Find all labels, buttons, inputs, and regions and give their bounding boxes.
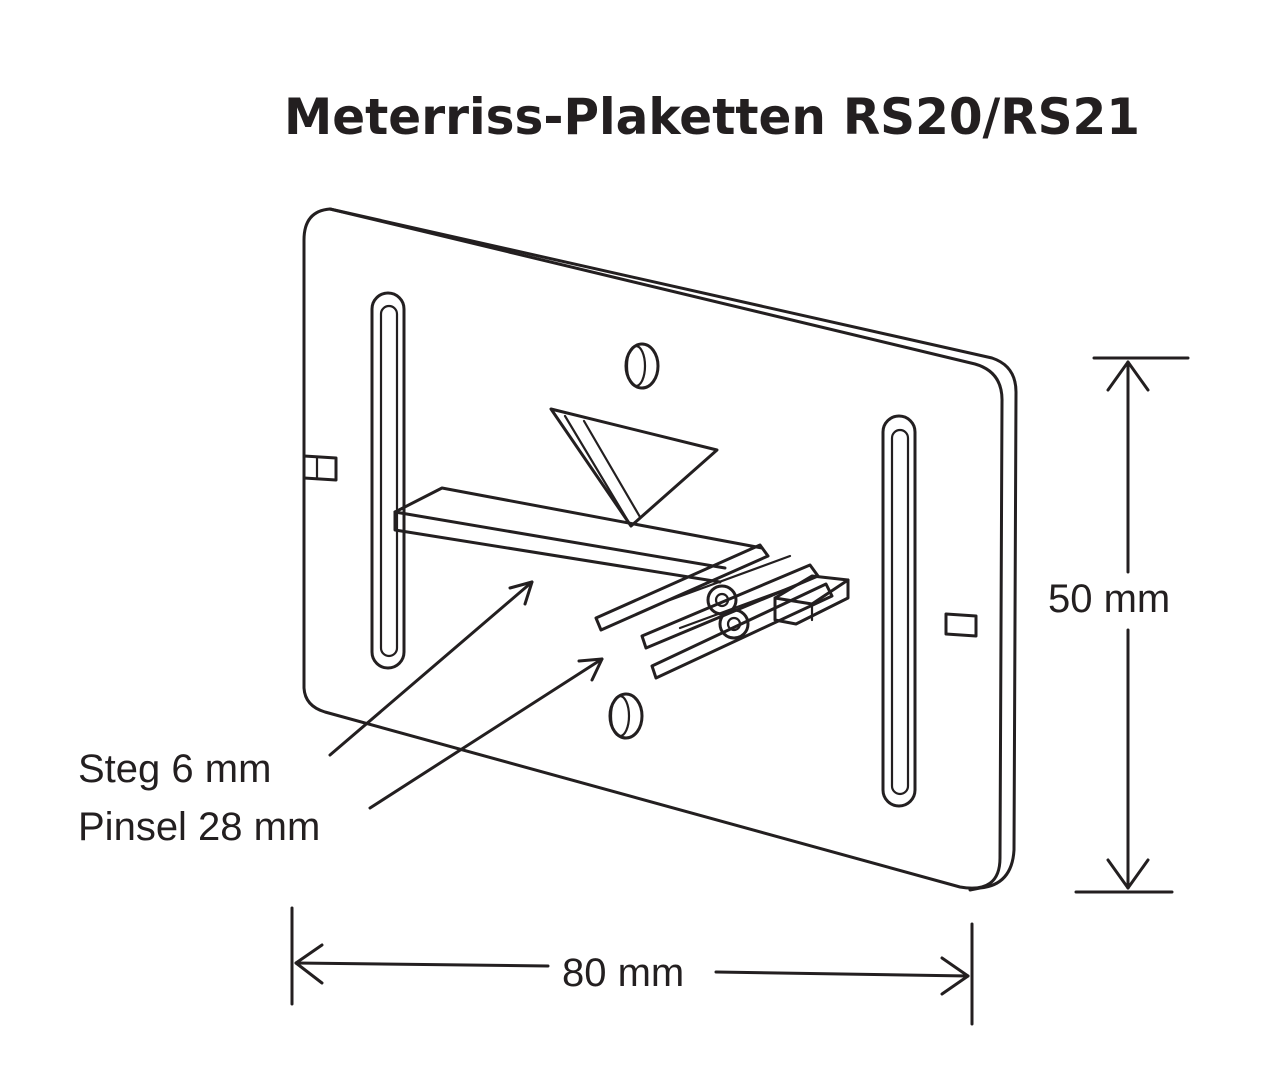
top-hole [624, 342, 660, 390]
left-slot [370, 291, 406, 670]
right-slot [881, 414, 917, 808]
brush-clamp [706, 584, 750, 640]
pinsel-leader-line [368, 657, 604, 810]
steg-label: Steg 6 mm [78, 747, 271, 791]
pinsel-brush [594, 543, 834, 680]
marker-triangle [549, 407, 719, 528]
steg-leader-line [328, 580, 534, 757]
width-dimension [290, 906, 974, 1026]
steg-rail [393, 486, 764, 584]
plaque-plate [302, 207, 1018, 892]
right-edge-notch [944, 612, 978, 638]
page-title: Meterriss-Plaketten RS20/RS21 [284, 88, 1140, 146]
height-dimension [1074, 356, 1190, 894]
width-label: 80 mm [562, 951, 684, 995]
bottom-hole [608, 692, 644, 740]
pinsel-label: Pinsel 28 mm [78, 805, 320, 849]
height-label: 50 mm [1048, 577, 1170, 621]
left-edge-notch [302, 454, 338, 482]
